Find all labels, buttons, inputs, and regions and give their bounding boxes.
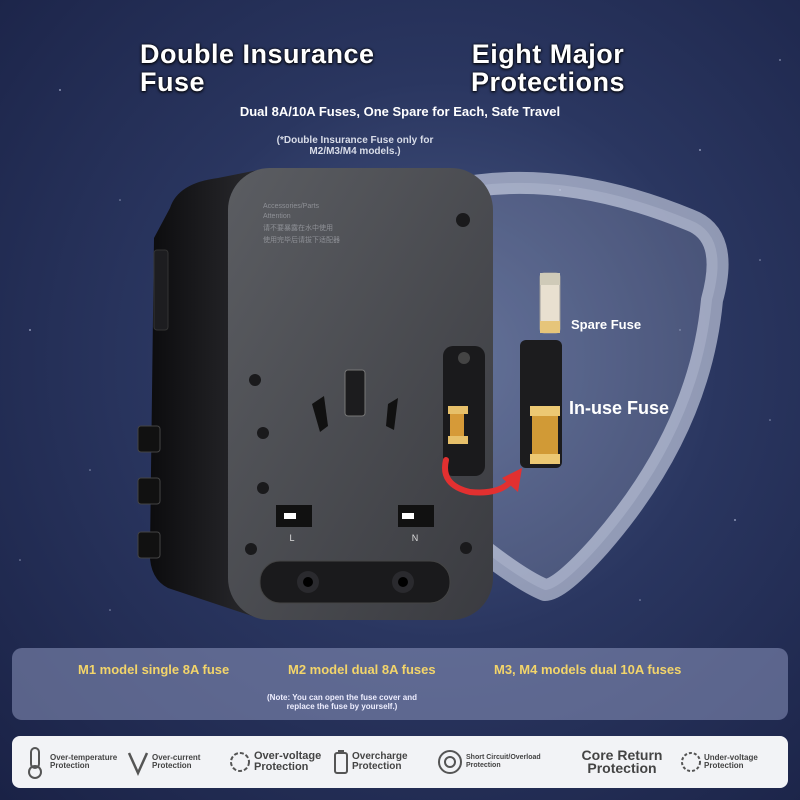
short-circuit-icon xyxy=(438,750,462,774)
protection-label: Short Circuit/Overload Protection xyxy=(466,754,541,769)
protection-short-circuit: Short Circuit/Overload Protection xyxy=(436,742,566,782)
models-panel xyxy=(12,648,788,720)
protection-label: Over-temperature Protection xyxy=(50,753,118,770)
fuse-swap-arrow xyxy=(442,457,522,496)
travel-adapter-image: Accessories/Parts Attention 请不要暴露在水中使用 使… xyxy=(149,168,493,620)
protection-under-voltage: Under-voltage Protection xyxy=(680,742,784,782)
protections-bar xyxy=(12,736,788,788)
model-m3-text: M3, M4 models dual 10A fuses xyxy=(494,662,682,677)
protection-label: Over-voltage Protection xyxy=(254,750,322,773)
voltage-icon xyxy=(230,752,250,772)
in-use-fuse-label: In-use Fuse xyxy=(569,398,670,418)
current-v-icon xyxy=(127,752,149,777)
retractable-pins xyxy=(137,425,161,559)
model-note: (*Double Insurance Fuse only for M2/M3/M… xyxy=(276,135,434,157)
under-voltage-icon xyxy=(681,752,701,772)
model-m2-text: M2 model dual 8A fuses xyxy=(288,662,436,677)
adapter-text-unplug: 使用完毕后请拔下适配器 xyxy=(263,235,340,244)
protection-label: Over-current Protection xyxy=(152,753,201,770)
model-m1-text: M1 model single 8A fuse xyxy=(78,662,230,677)
protection-label: Overcharge Protection xyxy=(352,751,408,772)
pin-label-n: N xyxy=(412,533,419,543)
adapter-text-attention: Attention xyxy=(263,213,291,220)
headline-double-insurance-fuse: Double Insurance Fuse xyxy=(140,39,375,97)
thermometer-icon xyxy=(28,747,42,779)
protection-over-current: Over-current Protection xyxy=(126,742,226,782)
protection-label: Under-voltage Protection xyxy=(704,753,758,770)
headline-eight-protections: Eight Major Protections xyxy=(470,39,626,97)
protection-overcharge: Overcharge Protection xyxy=(332,742,432,782)
protection-core-return: Core Return Protection xyxy=(568,742,674,782)
subtitle: Dual 8A/10A Fuses, One Spare for Each, S… xyxy=(239,104,561,119)
spare-fuse-label: Spare Fuse xyxy=(571,317,642,332)
adapter-text-accessories: Accessories/Parts xyxy=(263,203,320,210)
protection-over-temperature: Over-temperature Protection xyxy=(22,742,124,782)
fuse-holder-image xyxy=(520,272,562,468)
battery-icon xyxy=(334,750,348,774)
protection-label: Core Return Protection xyxy=(581,747,663,776)
protection-over-voltage: Over-voltage Protection xyxy=(228,742,332,782)
pin-label-l: L xyxy=(289,533,294,543)
adapter-text-water: 请不要暴露在水中使用 xyxy=(263,223,333,232)
replace-fuse-note: (Note: You can open the fuse cover and r… xyxy=(267,693,417,711)
